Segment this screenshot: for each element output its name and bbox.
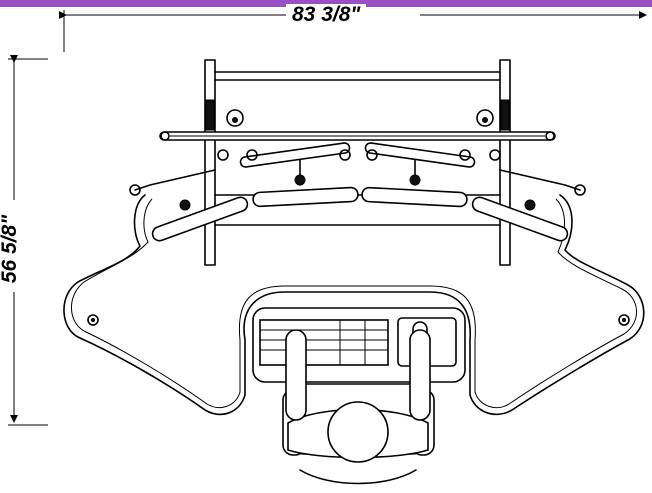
monitors	[151, 186, 569, 242]
width-dimension-line	[59, 10, 647, 52]
monitor-right-outer	[471, 196, 569, 242]
monitor-left-outer	[151, 196, 249, 242]
left-grommet	[87, 314, 99, 326]
monitor-arms	[129, 142, 586, 211]
desk-inner-outline	[71, 198, 637, 408]
depth-dimension-line	[8, 55, 48, 426]
chair	[282, 329, 435, 485]
monitor-frame	[159, 59, 556, 266]
keyboard-tray	[252, 307, 466, 383]
desk-outline	[63, 194, 645, 416]
monitor-center-left	[252, 186, 359, 208]
width-dimension-label: 83 3/8"	[286, 4, 367, 26]
right-grommet	[618, 314, 630, 326]
top-accent-bar	[0, 0, 652, 7]
depth-dimension-label: 56 5/8"	[0, 210, 22, 288]
monitor-center-right	[361, 186, 468, 208]
